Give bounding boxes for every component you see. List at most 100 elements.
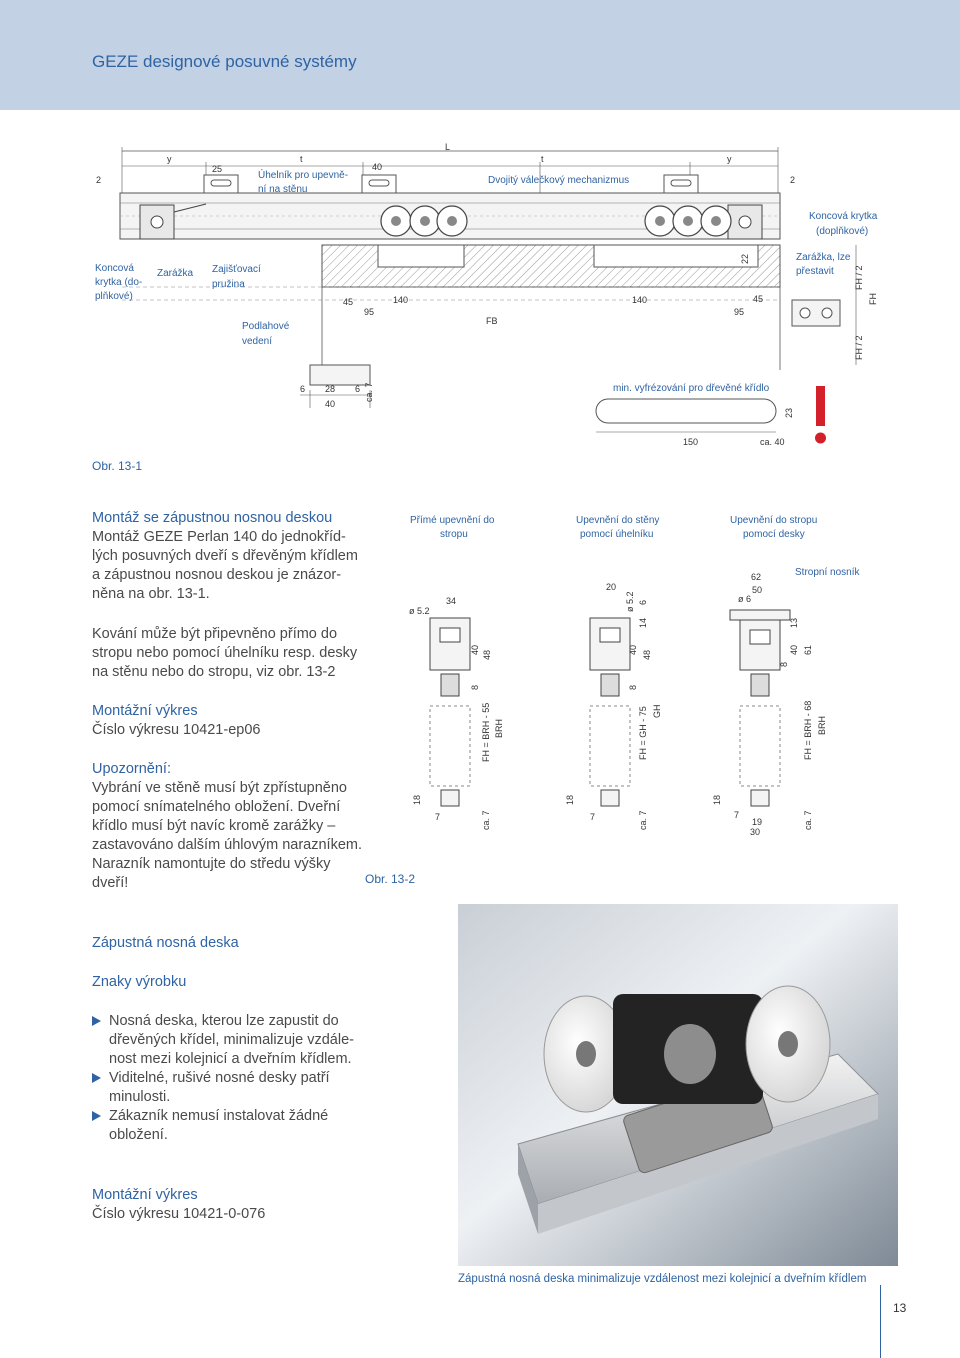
page-title: GEZE designové posuvné systémy <box>92 52 357 71</box>
feature-1-line3: nost mezi kolejnicí a dveřním křídlem. <box>109 1051 352 1067</box>
dim-25: 25 <box>212 164 222 174</box>
dim-t-right: t <box>541 154 544 164</box>
col3-7: 7 <box>734 810 739 820</box>
figure-13-1-drawing: y t L t y 2 2 25 40 45 95 140 FB 140 <box>95 142 878 447</box>
col1-34: 34 <box>446 596 456 606</box>
dim-140-left: 140 <box>393 295 408 305</box>
label-pruzina-1: Zajišťovací <box>212 264 261 275</box>
warning-line5: Narazník namontujte do středu výšky <box>92 856 331 872</box>
col2-48: 48 <box>642 650 652 660</box>
dim-t-left: t <box>300 154 303 164</box>
para1-line3: a zápustnou nosnou deskou je znázor- <box>92 567 342 583</box>
col3-30: 30 <box>750 827 760 837</box>
dim-ca7: ca. 7 <box>364 382 374 402</box>
dim-95-right: 95 <box>734 307 744 317</box>
label-koncova-r-1: Koncová krytka <box>809 211 878 222</box>
col1-7: 7 <box>435 812 440 822</box>
label-koncova-r-2: (doplňkové) <box>816 226 868 237</box>
dim-40-bottom: 40 <box>325 399 335 409</box>
dim-28: 28 <box>325 384 335 394</box>
col3-8: 8 <box>779 662 789 667</box>
col1-title-1: Přímé upevnění do <box>410 515 495 526</box>
feature-item-3: Zákazník nemusí instalovat žádné obložen… <box>92 1107 354 1145</box>
col2-ca7: ca. 7 <box>638 810 648 830</box>
dim-FH2-top: FH / 2 <box>854 265 864 290</box>
dim-y-left: y <box>167 154 172 164</box>
col2-8: 8 <box>628 685 638 690</box>
dim-40-top: 40 <box>372 162 382 172</box>
para2-line1: Kování může být připevněno přímo do <box>92 626 338 642</box>
col3-ca7: ca. 7 <box>803 810 813 830</box>
para1-line2: lých posuvných dveří s dřevěným křídlem <box>92 548 358 564</box>
label-zarazka-lze-2: přestavit <box>796 266 834 277</box>
feature-2-line1: Viditelné, rušivé nosné desky patří <box>109 1070 330 1086</box>
dim-6-a: 6 <box>300 384 305 394</box>
feature-list: Nosná deska, kterou lze zapustit do dřev… <box>92 1012 354 1145</box>
para2-line2: stropu nebo pomocí úhelníku resp. desky <box>92 645 358 661</box>
col2-14: 14 <box>638 618 648 628</box>
product-photo <box>458 904 898 1266</box>
label-koncova-l-3: plňkové) <box>95 291 133 302</box>
label-koncova-l-2: krytka (do- <box>95 277 142 288</box>
feature-1-line1: Nosná deska, kterou lze zapustit do <box>109 1013 339 1029</box>
para1-line1: Montáž GEZE Perlan 140 do jednokříd- <box>92 529 346 545</box>
dim-2-left: 2 <box>96 175 101 185</box>
col2-18: 18 <box>565 795 575 805</box>
dim-150: 150 <box>683 437 698 447</box>
label-uhelnik-2: ní na stěnu <box>258 184 307 195</box>
heading-zapustna: Zápustná nosná deska <box>92 935 239 951</box>
dim-ca40: ca. 40 <box>760 437 785 447</box>
heading-montaz: Montáž se zápustnou nosnou deskou <box>92 510 333 526</box>
dim-FH2-bottom: FH / 2 <box>854 335 864 360</box>
bullet-triangle-icon <box>92 1111 101 1121</box>
label-vedeni-1: Podlahové <box>242 321 290 332</box>
col3-fh: FH = BRH - 68 <box>803 701 813 760</box>
col2-title-1: Upevnění do stěny <box>576 515 659 526</box>
col1-48: 48 <box>482 650 492 660</box>
znaky-heading-block: Znaky výrobku <box>92 973 186 992</box>
col2-title-2: pomocí úhelníku <box>580 529 653 540</box>
warning-label: Upozornění: <box>92 761 171 777</box>
figure-13-2-caption: Obr. 13-2 <box>365 872 416 886</box>
page-number-rule <box>880 1285 881 1358</box>
routing-label: min. vyfrézování pro dřevěné křídlo <box>613 383 770 394</box>
warning-mark-bar <box>816 386 825 426</box>
drawing-number-2: Číslo výkresu 10421-0-076 <box>92 1206 266 1222</box>
col2-20: 20 <box>606 582 616 592</box>
intro-section: Montáž se zápustnou nosnou deskou Montáž… <box>92 509 358 604</box>
dim-140-right: 140 <box>632 295 647 305</box>
dim-95-left: 95 <box>364 307 374 317</box>
col2-gh: GH <box>652 705 662 719</box>
label-uhelnik-1: Úhelník pro upevně- <box>258 168 348 181</box>
col2-6: 6 <box>638 600 648 605</box>
col1-8: 8 <box>470 685 480 690</box>
col3-19: 19 <box>752 817 762 827</box>
mounting-section: Kování může být připevněno přímo do stro… <box>92 625 357 682</box>
feature-3-line1: Zákazník nemusí instalovat žádné <box>109 1108 329 1124</box>
warning-mark-dot <box>815 432 826 444</box>
montazni-label-1: Montážní výkres <box>92 703 198 719</box>
col1-fh: FH = BRH - 55 <box>481 703 491 762</box>
col2-40: 40 <box>628 645 638 655</box>
feature-1-line2: dřevěných křídel, minimalizuje vzdále- <box>109 1032 354 1048</box>
col3-title-2: pomocí desky <box>743 529 805 540</box>
montazni-label-2: Montážní výkres <box>92 1187 198 1203</box>
col3-18: 18 <box>712 795 722 805</box>
warning-line6: dveří! <box>92 875 129 891</box>
col3-nosnik: Stropní nosník <box>795 567 860 578</box>
col3-13: 13 <box>789 618 799 628</box>
dim-L: L <box>445 142 450 152</box>
dim-FH: FH <box>868 293 878 305</box>
drawing-ref-1: Montážní výkres Číslo výkresu 10421-ep06 <box>92 702 260 740</box>
warning-line3: křídlo musí být navíc kromě zarážky – <box>92 818 336 834</box>
label-pruzina-2: pružina <box>212 279 245 290</box>
photo-caption: Zápustná nosná deska minimalizuje vzdále… <box>458 1273 867 1285</box>
col1-brh: BRH <box>494 719 504 738</box>
heading-znaky: Znaky výrobku <box>92 974 187 990</box>
col3-62: 62 <box>751 572 761 582</box>
bullet-triangle-icon <box>92 1073 101 1083</box>
warning-line4: zastavováno dalším úhlovým narazníkem. <box>92 837 362 853</box>
warning-line2: pomocí snímatelného obložení. Dveřní <box>92 799 341 815</box>
col3-title-1: Upevnění do stropu <box>730 515 817 526</box>
feature-item-1: Nosná deska, kterou lze zapustit do dřev… <box>92 1012 354 1069</box>
